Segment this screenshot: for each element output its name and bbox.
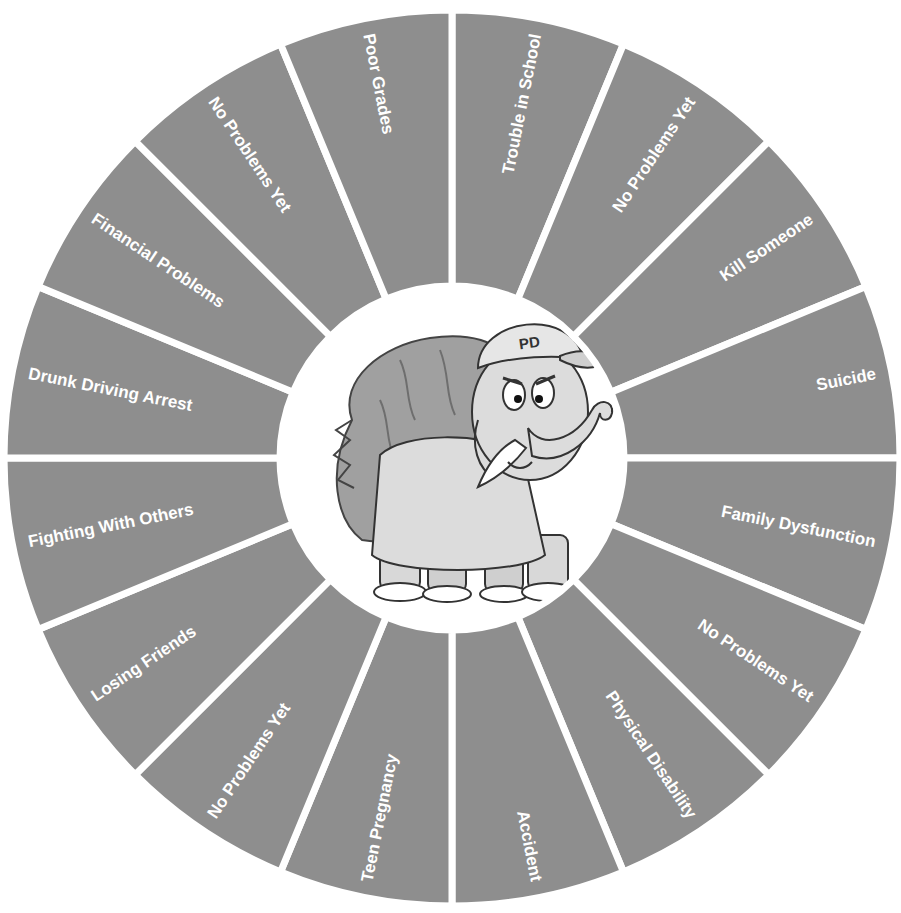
foot bbox=[480, 586, 528, 602]
cap-letters: PD bbox=[518, 333, 541, 352]
wheel-segment: Fighting With Others bbox=[0, 454, 298, 634]
segment-wedge bbox=[611, 287, 900, 458]
center-circle bbox=[282, 288, 622, 628]
foot bbox=[423, 586, 471, 602]
segment-wedge bbox=[281, 10, 452, 299]
pupil bbox=[535, 395, 543, 403]
trunk bbox=[528, 402, 612, 458]
hair-fringe bbox=[334, 420, 354, 488]
wheel-segment: Suicide bbox=[606, 282, 901, 462]
wheel-segment: Accident bbox=[448, 612, 628, 910]
segment-wedge bbox=[452, 617, 623, 906]
tusk bbox=[478, 440, 526, 487]
wheel-segment: Poor Grades bbox=[276, 6, 456, 304]
mouth bbox=[508, 462, 532, 468]
foot bbox=[374, 583, 426, 601]
pupil bbox=[514, 395, 522, 403]
mammoth-body bbox=[372, 437, 545, 570]
brows bbox=[503, 376, 555, 384]
segment-wedge bbox=[4, 458, 293, 629]
